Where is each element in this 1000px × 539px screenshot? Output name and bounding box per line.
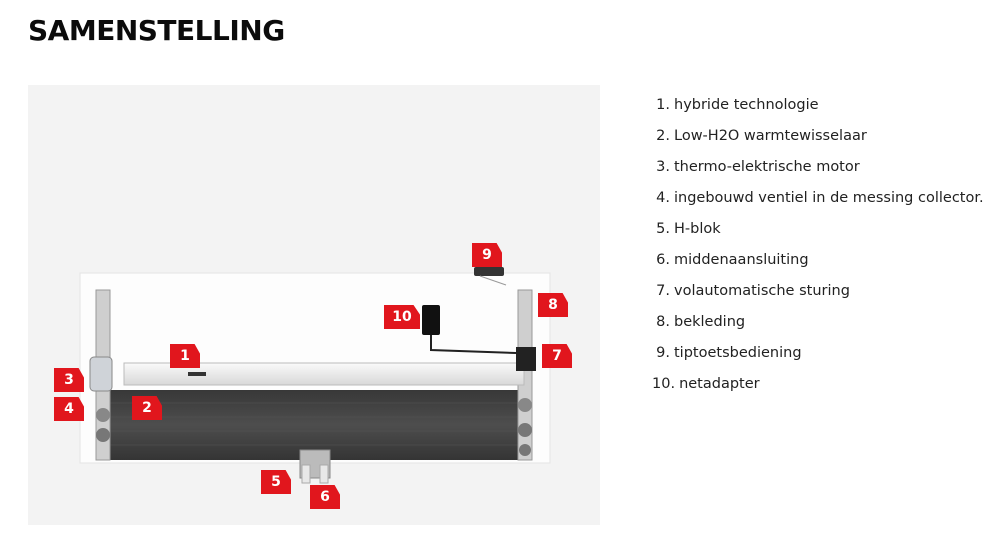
legend-item: 5.H-blok — [656, 221, 721, 237]
legend-item: 7.volautomatische sturing — [656, 283, 850, 299]
legend-item: 9.tiptoetsbediening — [656, 345, 802, 361]
marker-10: 10 — [384, 305, 420, 329]
marker-2: 2 — [132, 396, 162, 420]
marker-1: 1 — [170, 344, 200, 368]
legend-item: 6.middenaansluiting — [656, 252, 809, 268]
marker-6: 6 — [310, 485, 340, 509]
adapter — [422, 305, 440, 335]
component-legend: 1.hybride technologie 2.Low-H2O warmtewi… — [652, 92, 984, 402]
legend-item: 4.ingebouwd ventiel in de messing collec… — [656, 190, 984, 206]
marker-9: 9 — [472, 243, 502, 267]
radiator-drawing — [79, 267, 551, 484]
thermo-motor — [89, 356, 113, 392]
legend-item: 10.netadapter — [652, 376, 760, 392]
marker-7: 7 — [542, 344, 572, 368]
heat-exchanger — [108, 390, 528, 460]
legend-item: 8.bekleding — [656, 314, 746, 330]
radiator-illustration: 1 2 3 4 5 6 7 8 9 10 — [28, 85, 600, 525]
control-box — [516, 347, 536, 371]
marker-4: 4 — [54, 397, 84, 421]
legend-item: 1.hybride technologie — [656, 97, 819, 113]
marker-5: 5 — [261, 470, 291, 494]
legend-item: 2.Low-H2O warmtewisselaar — [656, 128, 867, 144]
marker-8: 8 — [538, 293, 568, 317]
keypad — [474, 267, 504, 276]
marker-3: 3 — [54, 368, 84, 392]
hybrid-unit — [123, 362, 525, 386]
page-title: SAMENSTELLING — [28, 14, 285, 47]
legend-item: 3.thermo-elektrische motor — [656, 159, 860, 175]
